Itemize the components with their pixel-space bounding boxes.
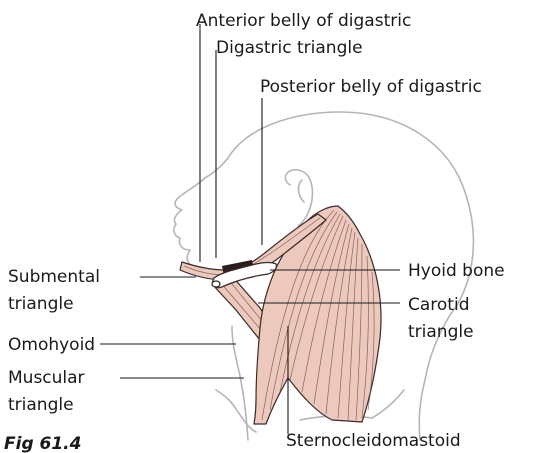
label-carotid-1: Carotid <box>408 295 469 315</box>
label-submental-1: Submental <box>8 267 100 287</box>
label-omohyoid: Omohyoid <box>8 335 95 355</box>
neck-muscles <box>180 206 381 424</box>
label-submental-2: triangle <box>8 294 74 314</box>
labels: Anterior belly of digastric Digastric tr… <box>4 11 505 453</box>
label-muscular-1: Muscular <box>8 368 85 388</box>
figure-number: Fig 61.4 <box>4 434 81 453</box>
label-digastric-triangle: Digastric triangle <box>216 38 363 58</box>
sternocleidomastoid-muscle <box>254 206 381 424</box>
label-sternocleidomastoid: Sternocleidomastoid <box>286 431 461 451</box>
label-hyoid-bone: Hyoid bone <box>408 261 505 281</box>
label-muscular-2: triangle <box>8 395 74 415</box>
label-carotid-2: triangle <box>408 322 474 342</box>
label-anterior-belly: Anterior belly of digastric <box>196 11 411 31</box>
label-posterior-belly: Posterior belly of digastric <box>260 77 482 97</box>
